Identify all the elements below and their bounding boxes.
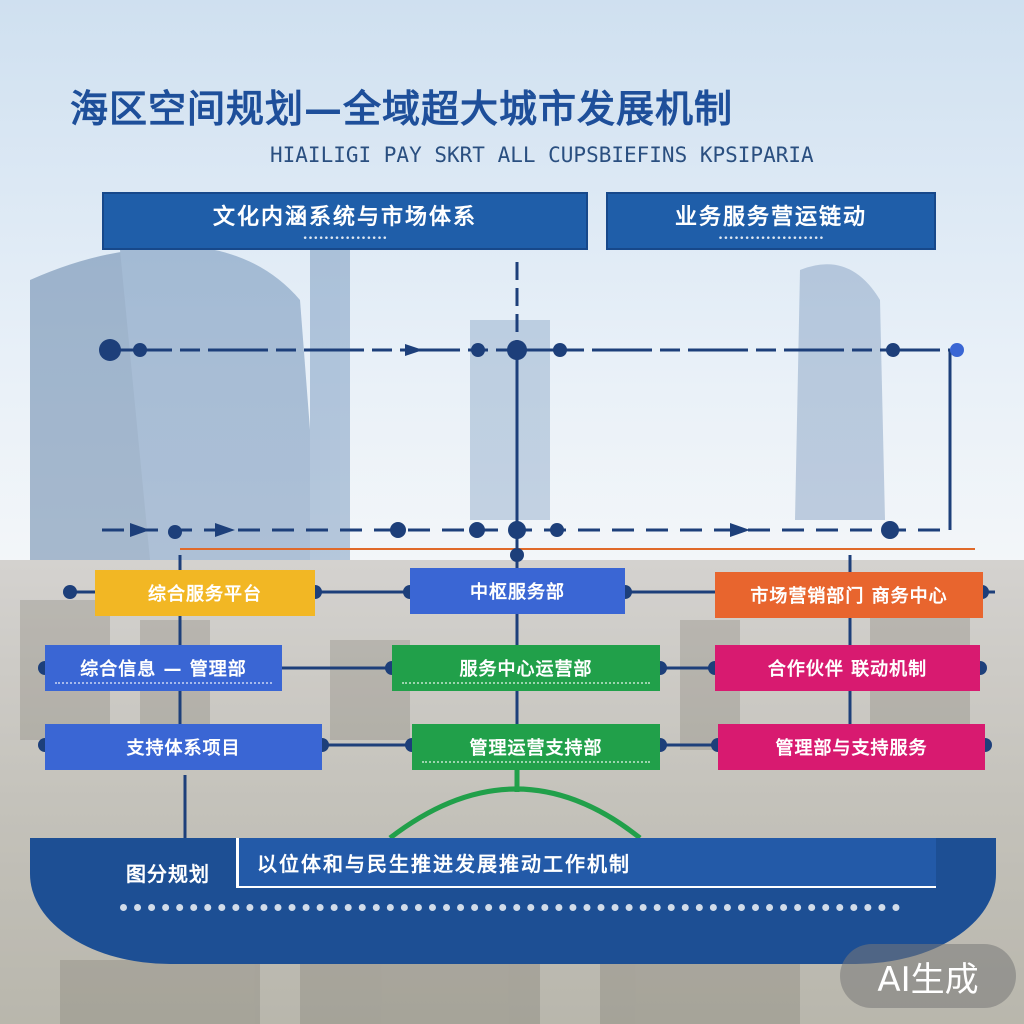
- base-bar: 以位体和与民生推进发展推动工作机制: [236, 838, 936, 888]
- node-magenta-mid-label: 合作伙伴 联动机制: [767, 659, 928, 680]
- base-dotted-line: [120, 904, 900, 925]
- node-magenta-bottom-label: 管理部与支持服务: [775, 738, 928, 759]
- node-center-top-label: 中枢服务部: [470, 582, 565, 603]
- node-green-bottom: 管理运营支持部: [412, 724, 660, 770]
- node-blue-left-label: 综合信息 — 管理部: [80, 659, 247, 680]
- node-yellow: 综合服务平台: [95, 570, 315, 616]
- node-magenta-mid: 合作伙伴 联动机制: [715, 645, 980, 691]
- base-label: 图分规划: [126, 862, 210, 886]
- top-box-left: 文化内涵系统与市场体系 ••••••••••••••••: [102, 192, 588, 250]
- node-green-mid-label: 服务中心运营部: [459, 659, 593, 680]
- node-yellow-label: 综合服务平台: [148, 584, 262, 605]
- page-subtitle: HIAILIGI PAY SKRT ALL CUPSBIEFINS KPSIPA…: [270, 143, 814, 167]
- top-box-right-sublabel: ••••••••••••••••••••: [717, 233, 825, 244]
- node-blue-left: 综合信息 — 管理部: [45, 645, 282, 691]
- node-blue-bottom: 支持体系项目: [45, 724, 322, 770]
- top-box-right: 业务服务营运链动 ••••••••••••••••••••: [606, 192, 936, 250]
- base-bar-text: 以位体和与民生推进发展推动工作机制: [257, 851, 631, 876]
- page-title: 海区空间规划—全域超大城市发展机制: [70, 86, 734, 131]
- node-green-mid: 服务中心运营部: [392, 645, 660, 691]
- node-orange: 市场营销部门 商务中心: [715, 572, 983, 618]
- top-box-left-label: 文化内涵系统与市场体系: [212, 204, 477, 230]
- node-magenta-bottom: 管理部与支持服务: [718, 724, 985, 770]
- node-center-top: 中枢服务部: [410, 568, 625, 614]
- top-box-left-sublabel: ••••••••••••••••: [302, 233, 388, 244]
- top-box-right-label: 业务服务营运链动: [674, 204, 867, 230]
- node-orange-label: 市场营销部门 商务中心: [750, 586, 948, 607]
- ai-generated-badge: AI生成: [840, 944, 1016, 1008]
- node-blue-bottom-label: 支持体系项目: [126, 738, 241, 759]
- base-panel: 图分规划 以位体和与民生推进发展推动工作机制: [30, 838, 996, 964]
- node-green-bottom-label: 管理运营支持部: [469, 738, 603, 759]
